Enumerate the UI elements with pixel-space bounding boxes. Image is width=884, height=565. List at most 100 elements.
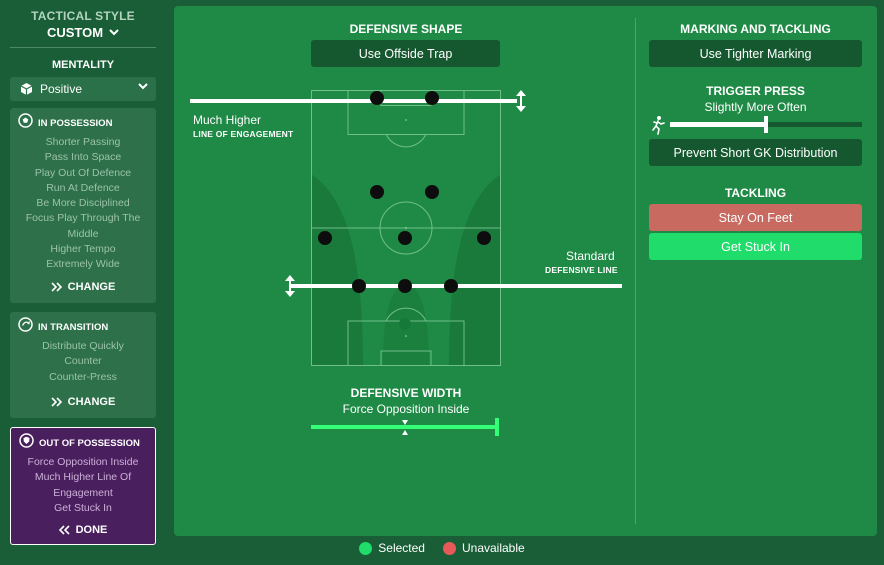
in-transition-list: Distribute Quickly Counter Counter-Press	[10, 339, 156, 385]
defensive-line-label: DEFENSIVE LINE	[545, 265, 618, 275]
right-channel-shade	[449, 174, 501, 366]
defensive-width-slider[interactable]	[311, 418, 499, 436]
prevent-short-gk-distribution-label: Prevent Short GK Distribution	[673, 145, 838, 160]
player-icon	[318, 231, 332, 245]
player-icon	[477, 231, 491, 245]
football-icon	[18, 113, 33, 128]
player-icon	[352, 279, 366, 293]
player-markers	[318, 91, 491, 330]
tighter-marking-label: Use Tighter Marking	[699, 46, 812, 61]
pitch-diagram	[311, 90, 501, 367]
unavailable-dot-icon	[442, 541, 456, 555]
in-transition-change-button[interactable]: CHANGE	[10, 396, 156, 408]
mentality-dropdown[interactable]: Positive	[10, 77, 156, 101]
player-icon	[425, 185, 439, 199]
in-possession-header: IN POSSESSION	[10, 108, 156, 132]
out-of-possession-title: OUT OF POSSESSION	[39, 438, 140, 449]
tactics-sidebar: TACTICAL STYLE CUSTOM MENTALITY Positive…	[10, 0, 156, 565]
in-possession-title: IN POSSESSION	[38, 118, 113, 129]
double-chevron-left-icon	[58, 525, 70, 535]
double-chevron-right-icon	[51, 282, 62, 292]
defensive-width-value: Force Opposition Inside	[342, 402, 470, 416]
slider-marker-top-icon	[402, 420, 408, 425]
offside-trap-button[interactable]: Use Offside Trap	[311, 40, 500, 67]
player-icon	[398, 231, 412, 245]
pitch	[311, 90, 501, 367]
player-icon	[370, 91, 384, 105]
list-item: Middle	[67, 227, 99, 240]
done-label: DONE	[75, 524, 108, 536]
line-of-engagement-handle-icon[interactable]	[516, 90, 526, 112]
list-item: Counter	[64, 355, 102, 368]
legend-selected: Selected	[359, 541, 425, 555]
list-item: Force Opposition Inside	[27, 456, 139, 468]
player-icon	[425, 91, 439, 105]
stay-on-feet-button[interactable]: Stay On Feet	[649, 204, 862, 231]
tactics-main-panel: DEFENSIVE SHAPE Use Offside Trap	[174, 6, 877, 536]
cube-icon	[20, 83, 33, 95]
defensive-shape-title: DEFENSIVE SHAPE	[349, 22, 463, 36]
player-icon	[398, 279, 412, 293]
defensive-line-value: Standard	[566, 249, 615, 263]
in-transition-title: IN TRANSITION	[38, 322, 109, 333]
legend: Selected Unavailable	[0, 541, 884, 555]
out-of-possession-list: Force Opposition Inside Much Higher Line…	[11, 455, 155, 516]
mentality-label: MENTALITY	[51, 59, 115, 71]
list-item: Run At Defence	[46, 181, 120, 194]
shape-overlay	[190, 90, 622, 436]
out-of-possession-header: OUT OF POSSESSION	[11, 428, 155, 452]
legend-selected-label: Selected	[378, 541, 425, 555]
in-possession-card[interactable]: IN POSSESSION Shorter Passing Pass Into …	[10, 108, 156, 303]
defensive-line-handle-icon[interactable]	[285, 275, 295, 297]
trigger-press-slider[interactable]	[649, 114, 862, 136]
list-item: Get Stuck In	[54, 501, 112, 514]
list-item: Play Out Of Defence	[34, 166, 132, 179]
change-label: CHANGE	[67, 281, 116, 293]
in-possession-change-button[interactable]: CHANGE	[10, 281, 156, 293]
player-icon	[370, 185, 384, 199]
out-of-possession-card[interactable]: OUT OF POSSESSION Force Opposition Insid…	[10, 427, 156, 545]
slider-marker-bottom-icon	[402, 430, 408, 435]
section-divider	[635, 18, 636, 524]
tactical-style-label: TACTICAL STYLE	[31, 9, 135, 23]
in-possession-list: Shorter Passing Pass Into Space Play Out…	[10, 135, 156, 273]
chevron-down-icon	[138, 83, 148, 90]
shield-icon	[19, 433, 34, 448]
out-of-possession-done-button[interactable]: DONE	[11, 524, 155, 536]
sidebar-divider	[10, 47, 156, 48]
marking-tackling-title: MARKING AND TACKLING	[680, 22, 831, 36]
tackling-title: TACKLING	[724, 186, 787, 200]
defensive-width-title: DEFENSIVE WIDTH	[350, 386, 462, 400]
get-stuck-in-button[interactable]: Get Stuck In	[649, 233, 862, 260]
offside-trap-label: Use Offside Trap	[358, 46, 453, 61]
selected-dot-icon	[359, 541, 373, 555]
prevent-short-gk-distribution-button[interactable]: Prevent Short GK Distribution	[649, 139, 862, 166]
tactical-style-dropdown[interactable]: CUSTOM	[10, 25, 156, 40]
list-item: Be More Disciplined	[36, 197, 130, 210]
trigger-press-title: TRIGGER PRESS	[706, 84, 805, 98]
player-icon	[444, 279, 458, 293]
get-stuck-in-label: Get Stuck In	[721, 239, 790, 254]
stay-on-feet-label: Stay On Feet	[718, 210, 793, 225]
list-item: Engagement	[53, 486, 113, 499]
line-of-engagement-label: LINE OF ENGAGEMENT	[193, 129, 294, 139]
change-label: CHANGE	[67, 396, 116, 408]
chevron-down-icon	[109, 29, 119, 36]
legend-unavailable-label: Unavailable	[461, 541, 525, 555]
list-item: Extremely Wide	[46, 258, 120, 271]
slider-handle[interactable]	[764, 116, 768, 133]
in-transition-header: IN TRANSITION	[10, 312, 156, 336]
legend-unavailable: Unavailable	[442, 541, 525, 555]
goalkeeper-icon	[399, 318, 411, 330]
list-item: Shorter Passing	[45, 136, 121, 148]
trigger-press-value: Slightly More Often	[704, 100, 807, 114]
mentality-value: Positive	[40, 82, 83, 96]
left-channel-shade	[311, 174, 363, 366]
line-of-engagement-value: Much Higher	[193, 113, 262, 127]
in-transition-card[interactable]: IN TRANSITION Distribute Quickly Counter…	[10, 312, 156, 418]
slider-fill	[670, 122, 766, 127]
running-player-icon	[652, 116, 665, 135]
list-item: Counter-Press	[49, 370, 117, 383]
list-item: Pass Into Space	[44, 151, 122, 164]
tighter-marking-button[interactable]: Use Tighter Marking	[649, 40, 862, 67]
